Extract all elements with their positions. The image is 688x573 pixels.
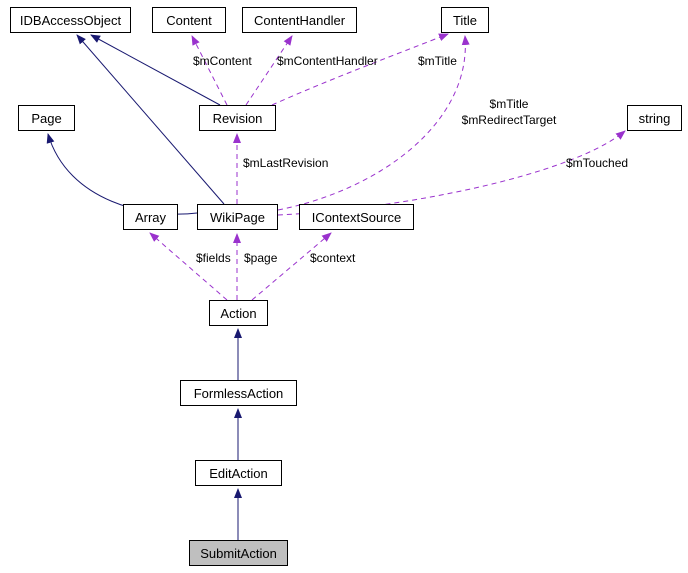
edge-label-mtitle-revision: $mTitle bbox=[418, 54, 457, 68]
node-action[interactable]: Action bbox=[209, 300, 268, 326]
edge-revision-content bbox=[191, 35, 228, 106]
edge-revision-idbaccessobject bbox=[90, 34, 221, 106]
edge-wikipage-title bbox=[277, 35, 470, 211]
node-editaction[interactable]: EditAction bbox=[195, 460, 282, 486]
edge-label-mtitle-wikipage: $mTitle bbox=[489, 97, 529, 111]
edge-wikipage-page bbox=[46, 133, 198, 215]
node-string[interactable]: string bbox=[627, 105, 682, 131]
edge-wikipage-string bbox=[277, 130, 626, 216]
node-title[interactable]: Title bbox=[441, 7, 489, 33]
edge-label-context: $context bbox=[310, 251, 356, 265]
edge-action-icontextsource bbox=[251, 232, 332, 301]
edge-label-page: $page bbox=[244, 251, 278, 265]
edge-label-mtitle-mredirecttarget: $mTitle $mRedirectTarget bbox=[452, 96, 566, 128]
edge-action-array bbox=[149, 232, 228, 301]
node-page[interactable]: Page bbox=[18, 105, 75, 131]
node-wikipage[interactable]: WikiPage bbox=[197, 204, 278, 230]
node-revision[interactable]: Revision bbox=[199, 105, 276, 131]
edge-label-fields: $fields bbox=[196, 251, 231, 265]
edge-label-mredirecttarget: $mRedirectTarget bbox=[461, 113, 557, 127]
node-formlessaction[interactable]: FormlessAction bbox=[180, 380, 297, 406]
node-contenthandler[interactable]: ContentHandler bbox=[242, 7, 357, 33]
node-array[interactable]: Array bbox=[123, 204, 178, 230]
edge-label-mcontenthandler: $mContentHandler bbox=[277, 54, 378, 68]
edge-revision-contenthandler bbox=[245, 35, 293, 106]
edge-wikipage-idbaccessobject bbox=[76, 34, 225, 205]
edge-label-mlastrevision: $mLastRevision bbox=[243, 156, 329, 170]
node-submitaction: SubmitAction bbox=[189, 540, 288, 566]
edge-label-mcontent: $mContent bbox=[193, 54, 252, 68]
node-content[interactable]: Content bbox=[152, 7, 226, 33]
edge-revision-title bbox=[271, 33, 449, 106]
edge-label-mtouched: $mTouched bbox=[566, 156, 629, 170]
node-icontextsource[interactable]: IContextSource bbox=[299, 204, 414, 230]
node-idbaccessobject[interactable]: IDBAccessObject bbox=[10, 7, 131, 33]
